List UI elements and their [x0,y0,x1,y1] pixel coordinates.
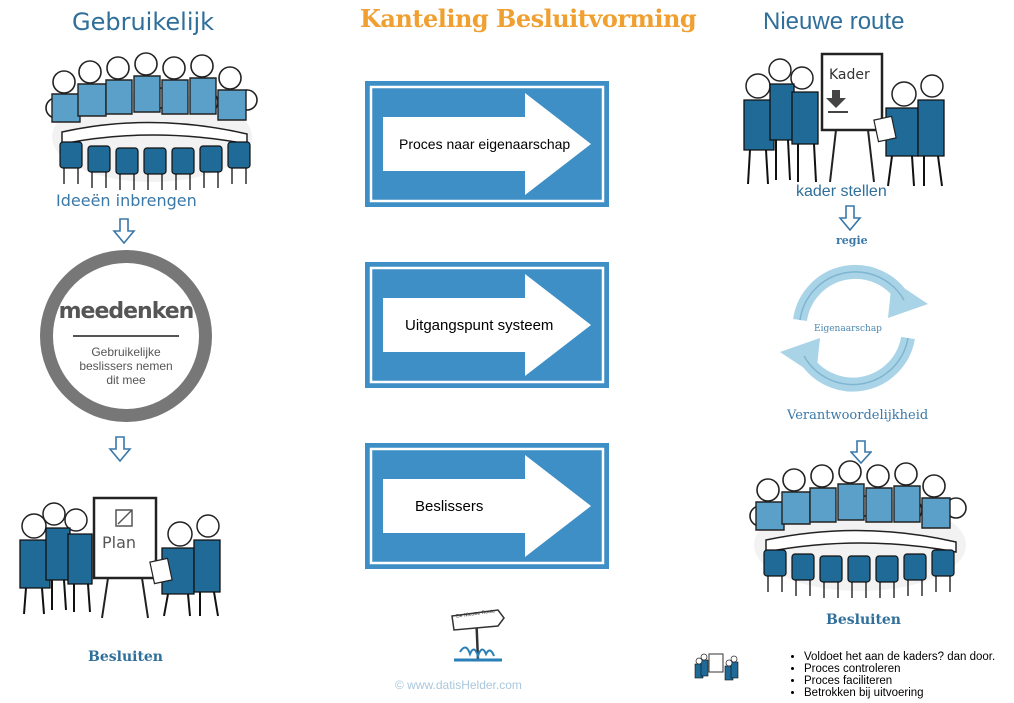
kader-presentation-illustration [743,52,945,187]
down-arrow-icon [112,218,136,244]
small-presentation-thumbnail [694,653,739,681]
cycle-center-label: Eigenaarschap [814,324,882,334]
sign-label-2: Uitgangspunt systeem [405,316,554,334]
meedenken-divider [73,335,179,337]
arrow-sign-1: Proces naar eigenaarschap [365,81,609,207]
bullet-item: Proces controleren [804,663,995,675]
bullet-item: Voldoet het aan de kaders? dan door. [804,651,995,663]
down-arrow-icon [838,205,862,231]
arrow-sign-2: Uitgangspunt systeem [365,262,609,388]
bullet-item: Betrokken bij uitvoering [804,687,995,699]
left-decision-label: Besluiten [88,649,163,665]
right-decision-label: Besluiten [826,612,901,628]
signpost-logo [451,609,505,662]
plan-board-label: Plan [102,533,137,552]
cycle-top-label: regie [836,234,868,247]
kader-board-label: Kader [829,67,870,83]
ownership-cycle-icon [780,264,928,392]
down-arrow-icon [108,436,132,462]
right-bullet-list: Voldoet het aan de kaders? dan door. Pro… [790,651,995,699]
meedenken-text: Gebruikelijke beslissers nemen dit mee [79,345,173,387]
group-meeting-illustration [45,52,258,190]
group-decision-illustration [749,460,967,598]
sign-label-1: Proces naar eigenaarschap [399,136,571,152]
bullet-item: Proces faciliteren [804,675,995,687]
plan-presentation-illustration [19,496,221,619]
left-column-title: Gebruikelijk [72,8,215,36]
right-step-frame: kader stellen [796,183,887,200]
meedenken-title: meedenken [58,299,195,324]
sign-label-3: Beslissers [415,497,484,515]
arrow-sign-3: Beslissers [365,443,609,569]
right-column-title: Nieuwe route [763,8,905,35]
meedenken-circle: meedenken Gebruikelijke beslissers nemen… [40,250,212,422]
copyright-text: © www.datisHelder.com [395,678,522,692]
left-step-ideas: Ideeën inbrengen [56,191,197,210]
down-arrow-icon [850,440,872,464]
cycle-bottom-label: Verantwoordelijkheid [787,408,929,423]
center-title: Kanteling Besluitvorming [360,4,697,33]
